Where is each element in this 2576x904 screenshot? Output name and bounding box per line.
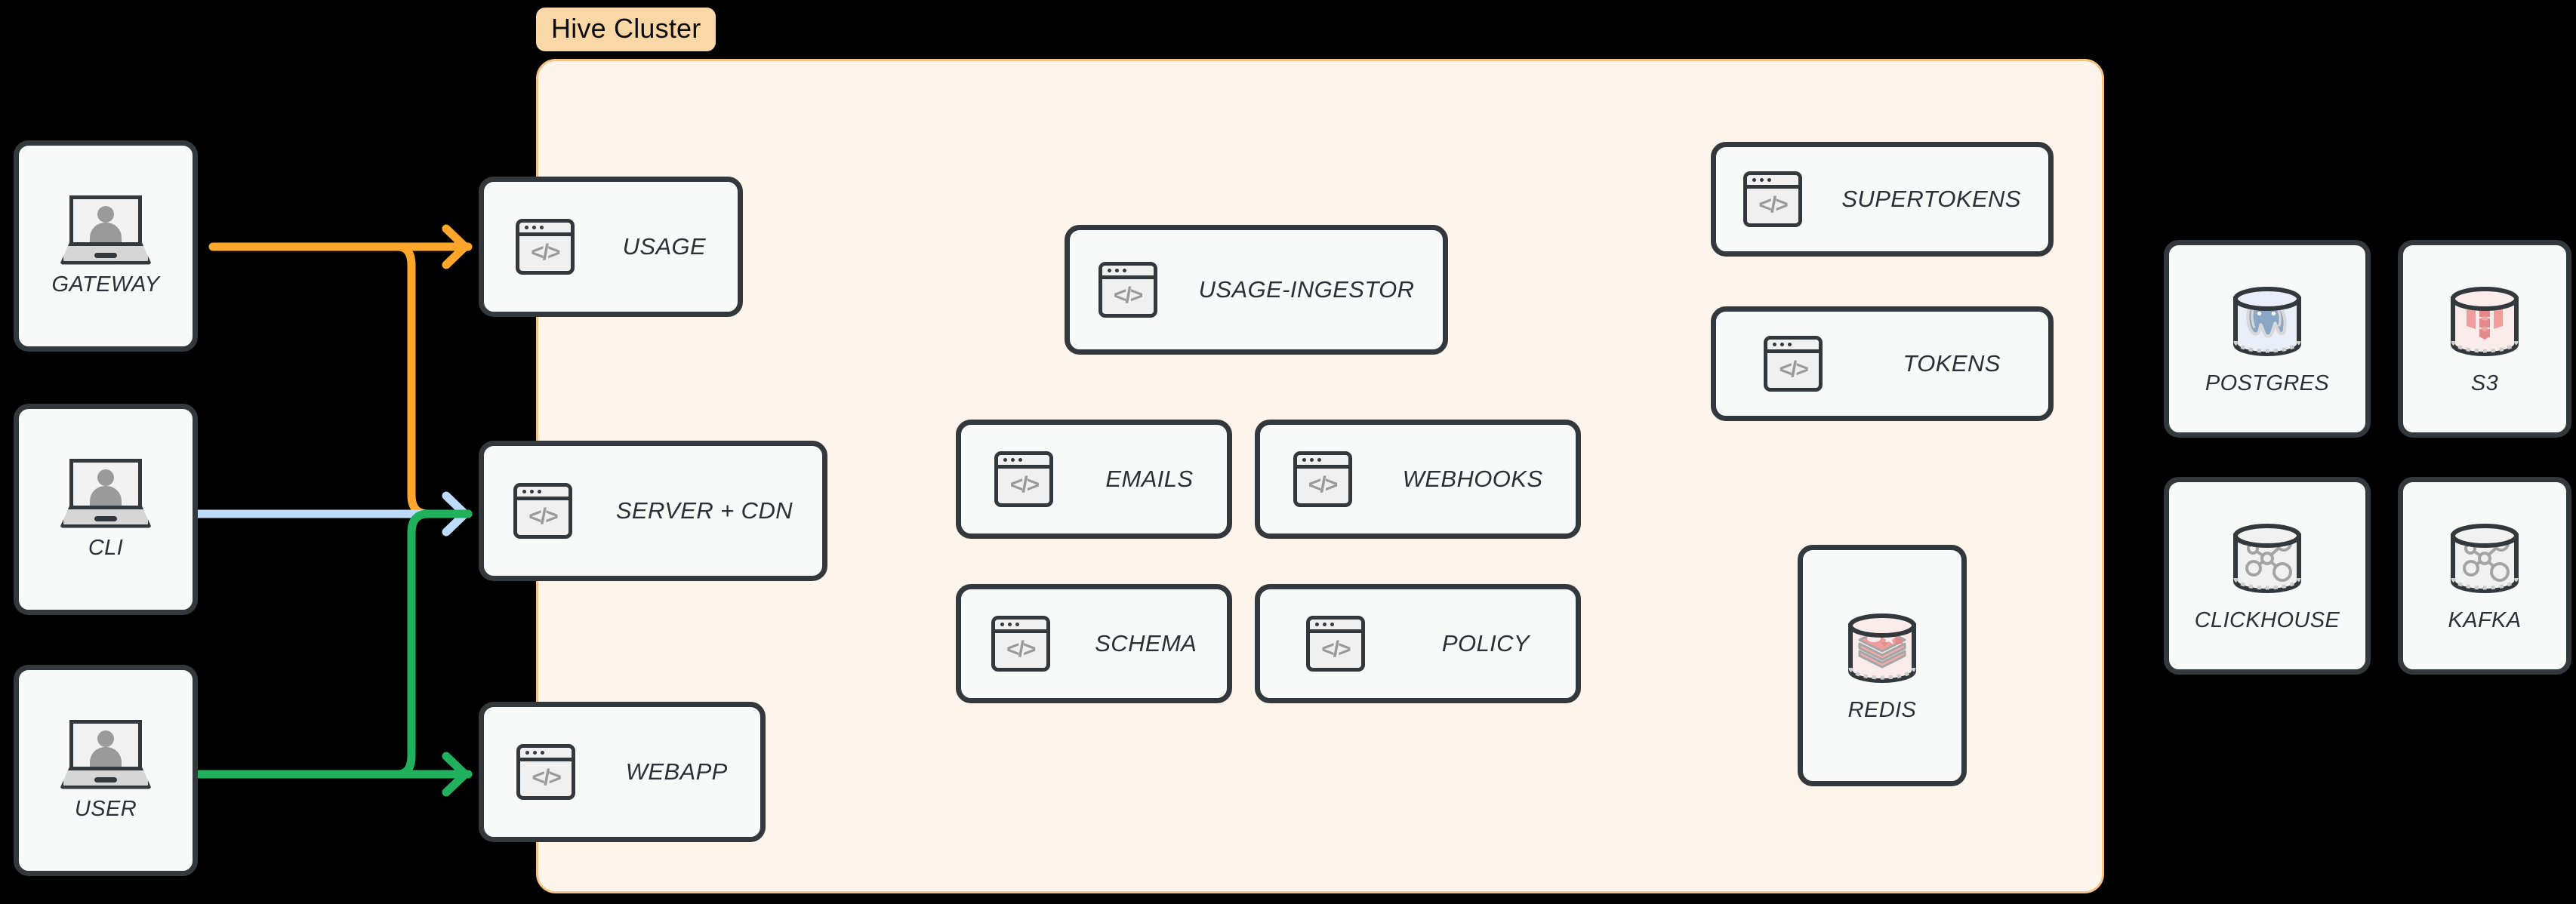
code-glyph: </> <box>1009 472 1040 497</box>
code-window-icon: </> <box>1305 616 1365 672</box>
node-tokens[interactable]: </> TOKENS <box>1711 306 2054 421</box>
node-label-webhooks: WEBHOOKS <box>1402 466 1543 492</box>
node-label-emails: EMAILS <box>1105 466 1194 492</box>
code-glyph: </> <box>1758 192 1788 217</box>
node-webhooks[interactable]: </> WEBHOOKS <box>1255 420 1581 539</box>
node-emails[interactable]: </> EMAILS <box>956 420 1232 539</box>
arrowhead-server-cdn <box>442 491 470 537</box>
arrowhead-usage <box>442 224 470 269</box>
node-label-webapp: WEBAPP <box>625 758 728 785</box>
code-window-icon: </> <box>1098 262 1157 318</box>
node-postgres[interactable]: POSTGRES <box>2164 240 2371 438</box>
code-window-icon: </> <box>994 451 1054 507</box>
s3-database-icon <box>2442 282 2527 364</box>
node-cli[interactable]: CLI <box>14 404 198 615</box>
node-redis[interactable]: REDIS <box>1798 545 1967 786</box>
code-window-icon: </> <box>515 219 575 275</box>
node-kafka[interactable]: KAFKA <box>2398 477 2571 675</box>
arrowhead-webapp <box>442 752 470 797</box>
edge-gateway-to-server-cdn <box>393 242 473 518</box>
code-glyph: </> <box>1308 472 1338 497</box>
node-label-postgres: POSTGRES <box>2205 371 2330 395</box>
hive-cluster-tag: Hive Cluster <box>536 8 716 51</box>
code-glyph: </> <box>1321 637 1351 662</box>
generic-database-icon <box>2225 519 2309 601</box>
code-glyph: </> <box>1113 283 1143 308</box>
code-window-icon: </> <box>1293 451 1352 507</box>
code-window-icon: </> <box>516 744 576 800</box>
node-s3[interactable]: S3 <box>2398 240 2571 438</box>
postgres-database-icon <box>2225 282 2309 364</box>
node-webapp[interactable]: </> WEBAPP <box>479 702 766 842</box>
node-schema[interactable]: </> SCHEMA <box>956 584 1232 703</box>
node-label-server-cdn: SERVER + CDN <box>615 497 793 524</box>
code-glyph: </> <box>1779 357 1808 382</box>
node-label-redis: REDIS <box>1847 697 1917 722</box>
node-usage[interactable]: </> USAGE <box>479 177 743 317</box>
node-label-tokens: TOKENS <box>1903 350 2001 377</box>
code-glyph: </> <box>531 240 560 265</box>
laptop-user-icon <box>60 719 152 789</box>
node-server-cdn[interactable]: </> SERVER + CDN <box>479 441 827 581</box>
node-label-supertokens: SUPERTOKENS <box>1841 186 2021 212</box>
node-user[interactable]: USER <box>14 665 198 876</box>
node-supertokens[interactable]: </> SUPERTOKENS <box>1711 142 2054 257</box>
redis-database-icon <box>1840 609 1924 690</box>
code-glyph: </> <box>528 504 558 529</box>
node-policy[interactable]: </> POLICY <box>1255 584 1581 703</box>
code-window-icon: </> <box>991 616 1050 672</box>
node-label-schema: SCHEMA <box>1095 630 1197 656</box>
node-label-cli: CLI <box>88 535 124 560</box>
node-label-kafka: KAFKA <box>2448 607 2522 632</box>
code-window-icon: </> <box>513 483 572 539</box>
node-label-user: USER <box>74 796 137 821</box>
code-window-icon: </> <box>1764 336 1823 392</box>
node-label-gateway: GATEWAY <box>51 272 160 297</box>
edge-user-to-server-cdn <box>393 509 473 779</box>
node-label-policy: POLICY <box>1441 630 1530 656</box>
code-glyph: </> <box>532 765 562 790</box>
code-glyph: </> <box>1006 637 1036 662</box>
node-label-usage: USAGE <box>622 233 707 260</box>
node-usage-ingestor[interactable]: </> USAGE-INGESTOR <box>1065 225 1448 355</box>
node-gateway[interactable]: GATEWAY <box>14 140 198 352</box>
node-label-s3: S3 <box>2470 371 2499 395</box>
laptop-user-icon <box>60 458 152 528</box>
node-label-clickhouse: CLICKHOUSE <box>2194 607 2340 632</box>
code-window-icon: </> <box>1743 171 1803 227</box>
generic-database-icon <box>2442 519 2527 601</box>
node-clickhouse[interactable]: CLICKHOUSE <box>2164 477 2371 675</box>
node-label-usage-ingestor: USAGE-INGESTOR <box>1198 276 1415 303</box>
laptop-user-icon <box>60 195 152 265</box>
